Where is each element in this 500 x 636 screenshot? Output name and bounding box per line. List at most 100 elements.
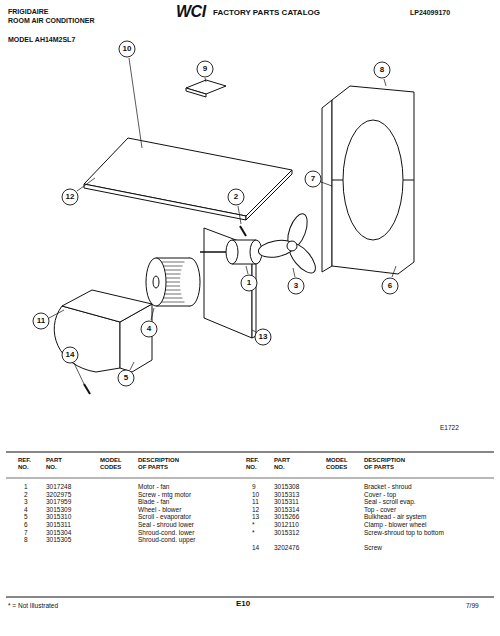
callout-number: 6 — [388, 282, 392, 291]
table-cell: 3202975 — [46, 491, 71, 498]
column-header: REF. NO. — [18, 457, 40, 470]
blower-wheel-edge — [156, 258, 190, 259]
table-cell: Top - cover — [364, 506, 396, 513]
column-header: DESCRIPTION OF PARTS — [364, 457, 414, 470]
table-cell: Screw - mtg motor — [138, 491, 191, 498]
table-cell: Shroud-cond. lower — [138, 529, 194, 536]
callout-number: 5 — [124, 374, 128, 383]
note-text: 7/99 — [466, 602, 479, 609]
note-text: E1722 — [440, 424, 459, 431]
table-cell: * — [252, 521, 255, 528]
table-cell: 7 — [24, 529, 28, 536]
shroud-side — [322, 100, 332, 272]
callout-circle — [241, 275, 257, 291]
leader-line — [384, 79, 386, 86]
callout-number: 2 — [234, 193, 238, 202]
header-text: LP24099170 — [410, 9, 450, 17]
table-cell: 3015308 — [274, 483, 299, 490]
column-header: REF. NO. — [246, 457, 268, 470]
leader-line — [77, 178, 95, 191]
table-cell: Bracket - shroud — [364, 483, 412, 490]
table-cell: 3202476 — [274, 544, 299, 551]
callout-number: 13 — [259, 333, 268, 342]
table-rule — [6, 452, 494, 453]
screw — [84, 384, 90, 394]
table-cell: 3015309 — [46, 506, 71, 513]
shroud-bracket-edge — [186, 88, 206, 97]
callout-number: 1 — [247, 279, 251, 288]
callout-circle — [382, 278, 398, 294]
table-cell: 5 — [24, 513, 28, 520]
leader-line — [321, 182, 332, 186]
callout-circle — [374, 62, 390, 78]
table-cell: 9 — [252, 483, 256, 490]
scroll-seal — [62, 290, 152, 322]
header-text: FACTORY PARTS CATALOG — [213, 9, 320, 18]
table-cell: Seal - shroud lower — [138, 521, 194, 528]
callout-circle — [228, 189, 244, 205]
callout-circle — [62, 347, 78, 363]
table-cell: 3017248 — [46, 483, 71, 490]
column-header: PART NO. — [274, 457, 300, 470]
footer-rule — [6, 597, 494, 598]
blower-wheel-edge — [156, 306, 190, 307]
table-cell: 3015305 — [46, 536, 71, 543]
callout-circle — [33, 313, 49, 329]
leader-line — [129, 58, 142, 148]
table-cell: Clamp - blower wheel — [364, 521, 427, 528]
callout-number: 7 — [311, 175, 315, 184]
blower-wheel-front — [146, 258, 166, 306]
note-text: * = Not Illustrated — [8, 602, 58, 609]
table-cell: Shroud-cond. upper — [138, 536, 195, 543]
column-header: MODEL CODES — [326, 457, 356, 470]
fan-blade-vane — [285, 239, 320, 277]
motor-screw — [240, 226, 246, 236]
fan-blade — [257, 211, 320, 277]
table-cell: Scroll - evaporator — [138, 513, 191, 520]
callout-circle — [255, 329, 271, 345]
leader-line — [74, 363, 84, 384]
table-cell: Screw — [364, 544, 382, 551]
blower-hub — [153, 276, 159, 288]
table-cell: Wheel - blower — [138, 506, 181, 513]
motor-end — [226, 240, 238, 264]
fan-hub — [287, 241, 297, 251]
top-cover-edge — [246, 170, 292, 220]
table-cell: 3 — [24, 498, 28, 505]
table-cell: 3015314 — [274, 506, 299, 513]
note-text: E10 — [236, 600, 250, 609]
callout-number: 10 — [123, 45, 132, 54]
leader-line — [293, 268, 295, 277]
leader-line — [252, 330, 256, 332]
callout-number: 8 — [380, 66, 384, 75]
table-cell: 13 — [252, 513, 259, 520]
table-cell: 4 — [24, 506, 28, 513]
leader-line — [246, 266, 248, 274]
table-cell: 11 — [252, 498, 259, 505]
shroud-split — [403, 180, 414, 181]
column-header: MODEL CODES — [100, 457, 130, 470]
table-cell: 3015312 — [274, 529, 299, 536]
table-cell: 3012110 — [274, 521, 299, 528]
callout-number: 9 — [203, 65, 207, 74]
callout-circle — [305, 171, 321, 187]
table-cell: 3015310 — [46, 513, 71, 520]
header-text: ROOM AIR CONDITIONER — [8, 17, 94, 25]
table-cell: 10 — [252, 491, 259, 498]
table-cell: 3015266 — [274, 513, 299, 520]
condenser-shroud — [332, 86, 414, 274]
header-text: MODEL AH14M2SL7 — [8, 36, 75, 44]
callout-number: 3 — [294, 282, 298, 291]
callout-number: 4 — [147, 325, 151, 334]
table-cell: 8 — [24, 536, 28, 543]
leader-line — [130, 362, 134, 370]
table-cell: Blade - fan — [138, 498, 169, 505]
leader-line — [238, 206, 241, 224]
table-cell: 2 — [24, 491, 28, 498]
table-cell: 12 — [252, 506, 259, 513]
motor-edge — [232, 240, 256, 241]
table-cell: 3015311 — [46, 521, 71, 528]
table-cell: 3017959 — [46, 498, 71, 505]
table-cell: * — [252, 529, 255, 536]
